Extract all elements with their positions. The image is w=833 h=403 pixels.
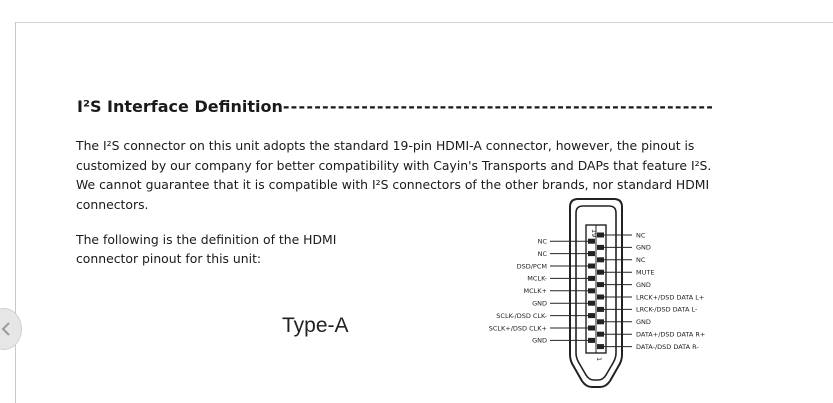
- pin-label-right: NC: [636, 256, 646, 264]
- definition-line: connector pinout for this unit:: [76, 251, 262, 266]
- pin-label-left: GND: [532, 337, 547, 345]
- pin-label-right: NC: [636, 231, 646, 239]
- pin-contact-left: [588, 238, 595, 244]
- pin-contact-right: [597, 232, 604, 238]
- pin-label-left: NC: [538, 250, 548, 258]
- pin-contact-right: [597, 244, 604, 250]
- pin-contact-right: [597, 319, 604, 325]
- pin-contact-right: [597, 282, 604, 288]
- pin-label-right: GND: [636, 281, 651, 289]
- pinout-intro-text: The following is the definition of the H…: [76, 230, 396, 268]
- section-heading: I²S Interface Definition----------------…: [77, 97, 822, 116]
- pin-contact-left: [588, 337, 595, 343]
- pin-label-right: DATA-/DSD DATA R-: [636, 343, 699, 351]
- intro-paragraph: The I²S connector on this unit adopts th…: [76, 136, 816, 214]
- pin-contact-right: [597, 294, 604, 300]
- pin-label-left: DSD/PCM: [517, 262, 547, 270]
- pin-label-right: GND: [636, 318, 651, 326]
- paragraph-line: connectors.: [76, 196, 149, 212]
- connector-inner-shell: [575, 205, 617, 381]
- pin-label-left: SCLK-/DSD CLK-: [496, 312, 547, 320]
- paragraph-line: customized by our company for better com…: [76, 157, 712, 173]
- pin-1-number: 1: [595, 357, 603, 361]
- pin-contact-left: [588, 325, 595, 331]
- pin-group: [550, 232, 632, 350]
- pin-contact-left: [588, 300, 595, 306]
- previous-page-button[interactable]: [0, 308, 22, 350]
- left-pin-labels: NC NC DSD/PCM MCLK- MCLK+ GND SCLK-/DSD CLK- SC…: [489, 238, 548, 345]
- pin-label-right: GND: [636, 244, 651, 252]
- pin-contact-right: [597, 344, 604, 350]
- definition-line: The following is the definition of the H…: [76, 232, 337, 247]
- pin-contact-left: [588, 263, 595, 269]
- pin-label-right: MUTE: [636, 269, 654, 277]
- pin-label-left: NC: [538, 238, 548, 246]
- page-top-edge: [15, 22, 833, 23]
- pin-label-right: LRCK-/DSD DATA L-: [636, 306, 698, 314]
- pin-contact-left: [588, 275, 595, 281]
- pin-contact-left: [588, 313, 595, 319]
- pin-contact-right: [597, 257, 604, 263]
- pin-label-left: GND: [532, 300, 547, 308]
- pin-contact-right: [597, 306, 604, 312]
- pin-contact-right: [597, 331, 604, 337]
- pin-contact-left: [588, 288, 595, 294]
- heading-rule: ----------------------------------------…: [282, 97, 715, 116]
- paragraph-line: The I²S connector on this unit adopts th…: [76, 138, 695, 153]
- pin-contact-left: [588, 251, 595, 257]
- pin-label-left: SCLK+/DSD CLK+: [489, 324, 547, 332]
- connector-type-label: Type-A: [282, 314, 349, 337]
- heading-title: I²S Interface Definition: [77, 97, 283, 116]
- paragraph-line: We cannot guarantee that it is compatibl…: [76, 177, 710, 192]
- connector-outer-shell: [569, 198, 623, 388]
- page-left-edge: [15, 22, 16, 403]
- pin-19-number: 19: [590, 229, 598, 237]
- pin-label-left: MCLK+: [524, 287, 547, 295]
- pin-label-right: DATA+/DSD DATA R+: [636, 331, 705, 339]
- chevron-left-icon: [1, 322, 10, 336]
- pin-contact-right: [597, 269, 604, 275]
- right-pin-labels: NC GND NC MUTE GND LRCK+/DSD DATA L+ LRCK-/DSD…: [636, 231, 705, 351]
- pin-label-left: MCLK-: [527, 275, 547, 283]
- hdmi-pinout-diagram: NC NC DSD/PCM MCLK- MCLK+ GND SCLK-/DSD CLK- SC…: [489, 198, 705, 388]
- pin-label-right: LRCK+/DSD DATA L+: [636, 293, 704, 301]
